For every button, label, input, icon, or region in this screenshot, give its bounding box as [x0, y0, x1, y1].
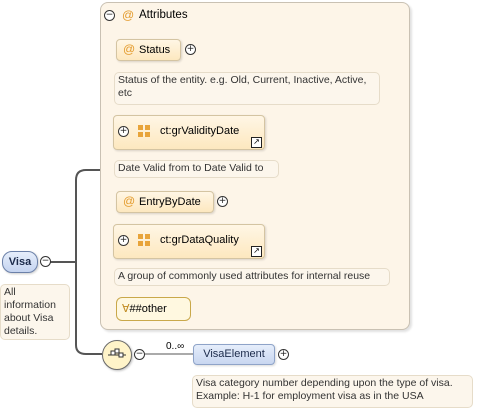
visa-to-sequence-line [75, 262, 102, 355]
visa-documentation: All information about Visa details. [0, 284, 70, 340]
status-attribute-node[interactable]: @ Status [116, 39, 181, 61]
entry-by-date-label: EntryByDate [139, 196, 201, 208]
validity-date-group-node[interactable]: + ct:grValidityDate ↗ [113, 115, 265, 150]
visa-element-expand-icon[interactable]: + [278, 349, 289, 360]
visa-element-node[interactable]: Visa [2, 251, 38, 273]
any-attribute-icon: ∀ [122, 303, 130, 315]
sequence-symbol [108, 348, 126, 358]
visa-to-attributes-line [46, 169, 100, 263]
attribute-marker-icon: @ [123, 194, 136, 208]
any-attribute-node[interactable]: ∀##other [116, 297, 191, 321]
reference-link-icon[interactable]: ↗ [251, 137, 262, 148]
reference-link-icon[interactable]: ↗ [251, 246, 262, 257]
attribute-marker-icon: @ [122, 8, 135, 22]
validity-date-label: ct:grValidityDate [160, 125, 240, 137]
visa-element-documentation: Visa category number depending upon the … [192, 375, 473, 408]
status-expand-icon[interactable]: + [185, 44, 196, 55]
data-quality-expand-icon[interactable]: + [118, 235, 129, 246]
data-quality-group-node[interactable]: + ct:grDataQuality ↗ [113, 224, 265, 259]
visa-element-cardinality: 0..∞ [166, 341, 185, 352]
status-documentation: Status of the entity. e.g. Old, Current,… [114, 72, 380, 105]
visa-collapse-icon[interactable]: − [40, 256, 51, 267]
data-quality-label: ct:grDataQuality [160, 234, 239, 246]
attribute-marker-icon: @ [123, 42, 136, 56]
validity-documentation: Date Valid from to Date Valid to [114, 160, 279, 178]
status-label: Status [139, 44, 171, 56]
attribute-group-icon [138, 234, 150, 246]
data-quality-documentation: A group of commonly used attributes for … [114, 268, 390, 286]
entry-by-date-attribute-node[interactable]: @ EntryByDate [116, 191, 214, 213]
visa-element-child-node[interactable]: VisaElement [193, 344, 275, 365]
sequence-collapse-icon[interactable]: − [134, 349, 145, 360]
attributes-title: Attributes [139, 9, 188, 21]
any-attribute-label: ##other [129, 303, 167, 315]
validity-expand-icon[interactable]: + [118, 126, 129, 137]
sequence-compositor-icon[interactable] [102, 340, 132, 370]
attribute-group-icon [138, 125, 150, 137]
entry-by-date-expand-icon[interactable]: + [217, 196, 228, 207]
attributes-collapse-icon[interactable]: − [104, 10, 115, 21]
